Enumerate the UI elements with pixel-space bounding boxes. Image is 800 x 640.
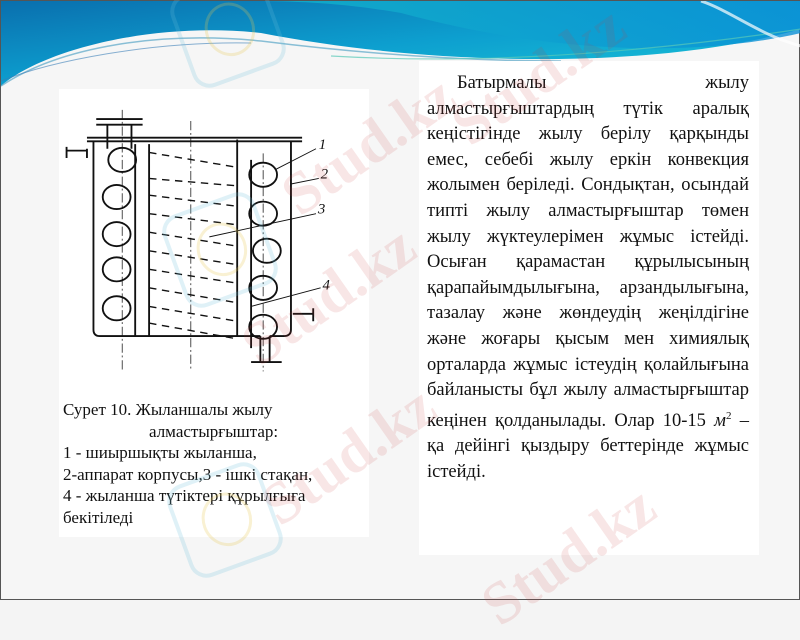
unit-symbol: м	[714, 410, 726, 431]
body-paragraph: Батырмалы жылу алмастырғыштардың түтік а…	[427, 71, 749, 486]
caption-title-line1: Сурет 10. Жыланшалы жылу	[63, 400, 273, 419]
unit-power: 2	[725, 409, 732, 422]
caption-item-2: 2-аппарат корпусы,3 - ішкі стақан,	[63, 464, 313, 484]
slide: 1 2 3 4 Сурет 10. Жыланшалы жылу алмасты…	[0, 0, 800, 600]
label-4: 4	[322, 278, 330, 294]
header-wave-banner	[1, 1, 800, 87]
body-text-main: Батырмалы жылу алмастырғыштардың түтік а…	[427, 73, 749, 431]
caption-item-1: 1 - шиыршықты жыланша,	[63, 443, 257, 462]
label-3: 3	[317, 202, 325, 218]
label-1: 1	[319, 137, 326, 153]
figure-panel: 1 2 3 4 Сурет 10. Жыланшалы жылу алмасты…	[59, 89, 369, 537]
text-panel: Батырмалы жылу алмастырғыштардың түтік а…	[419, 61, 759, 555]
caption-item-3: 4 - жыланша түтіктері құрылғыға бекітіле…	[63, 486, 306, 527]
body-text-end: – қа дейінгі қыздыру беттерінде жұмыс іс…	[427, 410, 749, 483]
label-2: 2	[321, 166, 329, 182]
caption-title-line2: алмастырғыштар:	[149, 421, 279, 441]
figure-caption: Сурет 10. Жыланшалы жылу алмастырғыштар:…	[63, 399, 369, 528]
coil-heat-exchanger-diagram: 1 2 3 4	[65, 109, 330, 372]
